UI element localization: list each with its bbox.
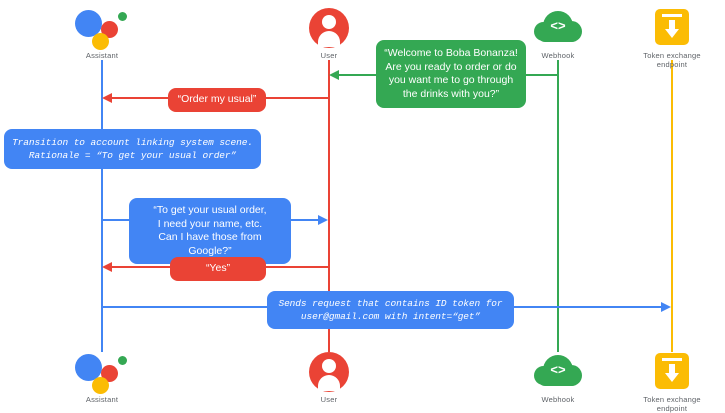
actor-assistant-top[interactable]: Assistant xyxy=(47,6,157,60)
actor-webhook-top[interactable]: <> Webhook xyxy=(503,6,613,60)
google-assistant-logo xyxy=(47,6,157,50)
message-bubble-order-my-usual: “Order my usual” xyxy=(168,88,266,112)
actor-label-webhook: Webhook xyxy=(541,395,575,404)
actor-label-user: User xyxy=(320,51,338,60)
message-bubble-welcome: “Welcome to Boba Bonanza! Are you ready … xyxy=(376,40,526,108)
actor-token-endpoint-bottom[interactable]: Token exchange endpoint xyxy=(617,350,725,413)
lifeline-assistant xyxy=(101,60,103,352)
note-transition-account-linking: Transition to account linking system sce… xyxy=(4,129,261,169)
note-sends-request-id-token: Sends request that contains ID token for… xyxy=(267,291,514,329)
google-assistant-logo xyxy=(47,350,157,394)
actor-label-assistant: Assistant xyxy=(85,395,119,404)
message-bubble-need-your-name: “To get your usual order, I need your na… xyxy=(129,198,291,264)
actor-webhook-bottom[interactable]: <> Webhook xyxy=(503,350,613,404)
lifeline-token-exchange-endpoint xyxy=(671,60,673,352)
lifeline-webhook xyxy=(557,60,559,352)
user-avatar-icon xyxy=(274,6,384,48)
actor-token-endpoint-top[interactable]: Token exchange endpoint xyxy=(617,6,725,69)
cloud-code-icon: <> xyxy=(503,350,613,392)
cloud-code-icon: <> xyxy=(503,6,613,48)
download-box-icon xyxy=(617,6,725,48)
actor-user-bottom[interactable]: User xyxy=(274,350,384,404)
actor-label-webhook: Webhook xyxy=(541,51,575,60)
actor-label-token-endpoint: Token exchange endpoint xyxy=(643,395,701,413)
download-box-icon xyxy=(617,350,725,392)
actor-assistant-bottom[interactable]: Assistant xyxy=(47,350,157,404)
lifeline-user xyxy=(328,60,330,352)
user-avatar-icon xyxy=(274,350,384,392)
actor-user-top[interactable]: User xyxy=(274,6,384,60)
actor-label-user: User xyxy=(320,395,338,404)
message-bubble-yes: “Yes” xyxy=(170,257,266,281)
actor-label-token-endpoint: Token exchange endpoint xyxy=(643,51,701,69)
actor-label-assistant: Assistant xyxy=(85,51,119,60)
